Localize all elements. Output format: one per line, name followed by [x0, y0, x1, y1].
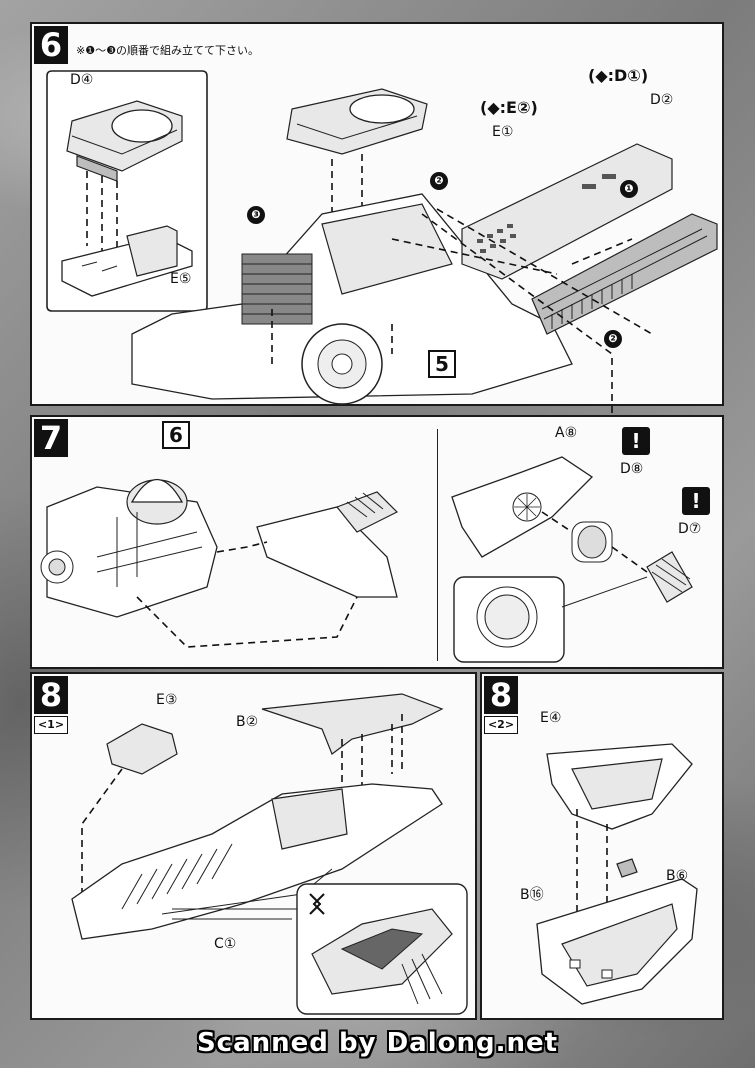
step-8-1-label-c1: C① [214, 936, 237, 952]
step-6-ref-step-5: 5 [428, 350, 456, 378]
step-8-2-sub-badge: <2> [484, 716, 518, 734]
step-6-marker-2: ❷ [430, 172, 448, 190]
step-8-1-label-e3: E③ [156, 692, 178, 708]
step-7-badge: 7 [34, 419, 68, 457]
step-6-badge: 6 [34, 26, 68, 64]
step-8-2-label-b6: B⑥ [666, 868, 689, 884]
step-6-main-drawing [131, 88, 718, 414]
step-7-warning-icon-d7: ! [682, 487, 710, 515]
step-8-2-panel: 8 <2> E④ B⑥ B⑯ [480, 672, 724, 1020]
step-7-label-d8: D⑧ [620, 461, 644, 477]
step-8-1-panel: 8 <1> E③ B② C① [30, 672, 477, 1020]
step-8-1-label-b2: B② [236, 714, 259, 730]
step-6-cap-d1: (◆:D①) [588, 66, 649, 85]
step-8-2-label-b16: B⑯ [520, 887, 544, 903]
step-7-warning-icon-d8: ! [622, 427, 650, 455]
step-8-1-badge: 8 [34, 676, 68, 714]
step-8-1-sub-badge: <1> [34, 716, 68, 734]
step-7-ref-step-6: 6 [162, 421, 190, 449]
step-7-right-drawing [451, 456, 693, 663]
step-6-order-note: ※❶～❸の順番で組み立てて下さい。 [76, 44, 259, 57]
step-6-marker-1: ❶ [620, 180, 638, 198]
step-6-marker-3: ❸ [247, 206, 265, 224]
step-7-label-a8: A⑧ [555, 425, 578, 441]
watermark-text: Scanned by Dalong.net [196, 1028, 559, 1058]
step-6-label-d4: D④ [70, 72, 94, 88]
step-6-label-e5: E⑤ [170, 271, 192, 287]
step-6-label-e1: E① [492, 124, 514, 140]
step-7-divider [437, 429, 438, 661]
step-7-left-drawing [40, 478, 399, 648]
step-6-panel: 6 ※❶～❸の順番で組み立てて下さい。 D④ E⑤ [30, 22, 724, 414]
step-7-label-d7: D⑦ [678, 521, 702, 537]
step-8-2-label-e4: E④ [540, 710, 562, 726]
step-6-cap-e2: (◆:E②) [480, 98, 538, 117]
step-6-label-d2: D② [650, 92, 674, 108]
step-7-panel: 7 6 A⑧ D⑧ D⑦ ! ! [30, 415, 724, 669]
step-6-marker-2b: ❷ [604, 330, 622, 348]
step-8-1-drawing [71, 693, 468, 1015]
step-8-2-badge: 8 [484, 676, 518, 714]
step-8-2-drawing [536, 743, 698, 1005]
